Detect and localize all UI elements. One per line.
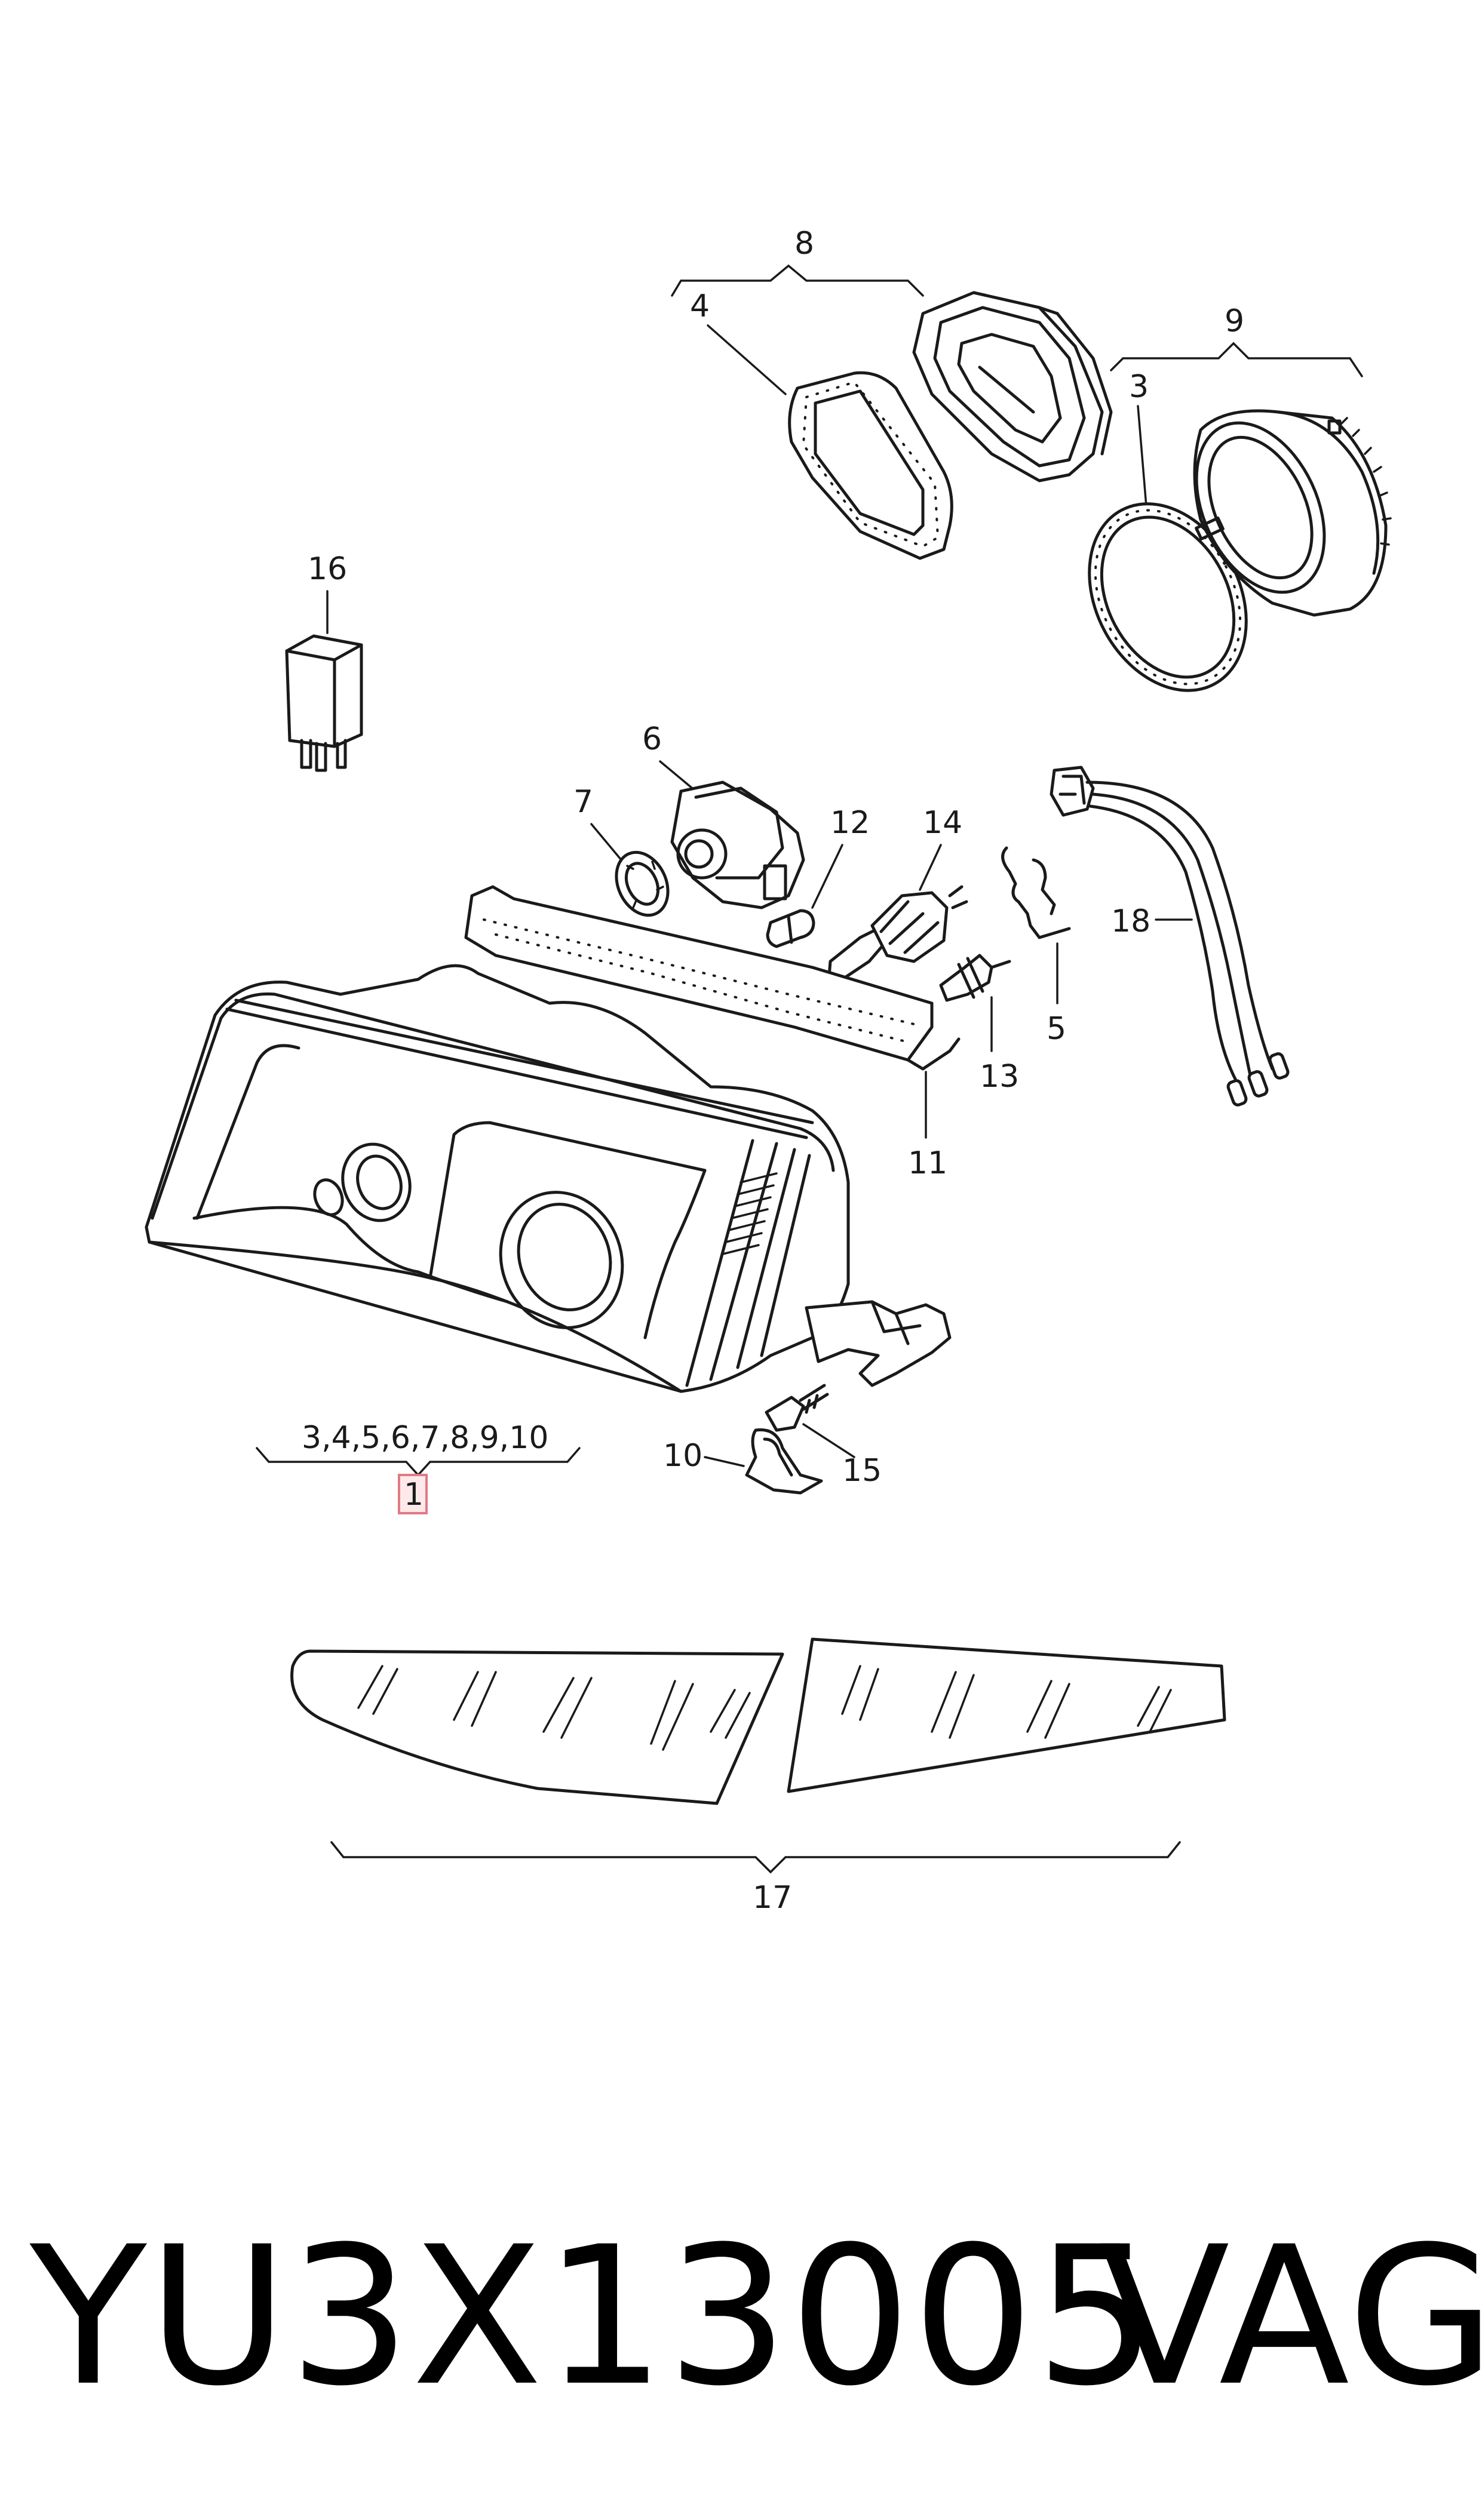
part-8-group: 8 4: [671, 226, 1113, 560]
glass-covers-17: 17: [290, 1637, 1226, 1916]
motor-6-group: 6 7: [573, 721, 805, 917]
callout-6: 6: [642, 721, 662, 757]
callout-18: 18: [1111, 903, 1150, 939]
bulb-13: 13: [939, 954, 1019, 1095]
headlight-housing-1: [145, 964, 952, 1393]
callout-12: 12: [830, 805, 870, 841]
harness-18: 18: [1050, 766, 1290, 1107]
seal-strip-11: 11: [464, 885, 961, 1181]
glass-cover-left: [290, 1649, 784, 1805]
callout-14: 14: [923, 805, 962, 841]
callout-10: 10: [663, 1438, 702, 1474]
callout-3b: 3: [1129, 369, 1149, 405]
part-9-group: 9 3: [1088, 303, 1392, 692]
relay-16: 16: [285, 551, 363, 772]
callout-9: 9: [1225, 303, 1244, 339]
callout-5: 5: [1047, 1011, 1066, 1047]
callout-11: 11: [908, 1145, 947, 1181]
callout-1: 1: [404, 1477, 424, 1513]
callout-17: 17: [753, 1880, 792, 1916]
callout-group-list: 3,4,5,6,7,8,9,10: [302, 1420, 548, 1456]
callout-8: 8: [794, 226, 814, 262]
part-1-highlight-box[interactable]: [398, 1474, 428, 1514]
bulb-12: 12: [766, 805, 870, 948]
callout-4: 4: [690, 288, 710, 324]
bulb-14: 14: [827, 805, 968, 981]
assembly-bracket-1: 3,4,5,6,7,8,9,10 1: [256, 1420, 581, 1514]
brand-name: VAG: [1099, 2206, 1482, 2428]
callout-15: 15: [842, 1453, 882, 1489]
callout-7: 7: [573, 784, 593, 820]
clip-5: 5: [1001, 846, 1071, 1047]
clip-10: 10: [663, 1428, 823, 1495]
screw-15: 15: [765, 1384, 882, 1489]
part-number: YU3X13005: [30, 2206, 1158, 2428]
callout-13: 13: [980, 1059, 1019, 1095]
gasket-4: [788, 371, 953, 560]
glass-cover-right: [787, 1637, 1226, 1793]
callout-16: 16: [308, 551, 347, 587]
